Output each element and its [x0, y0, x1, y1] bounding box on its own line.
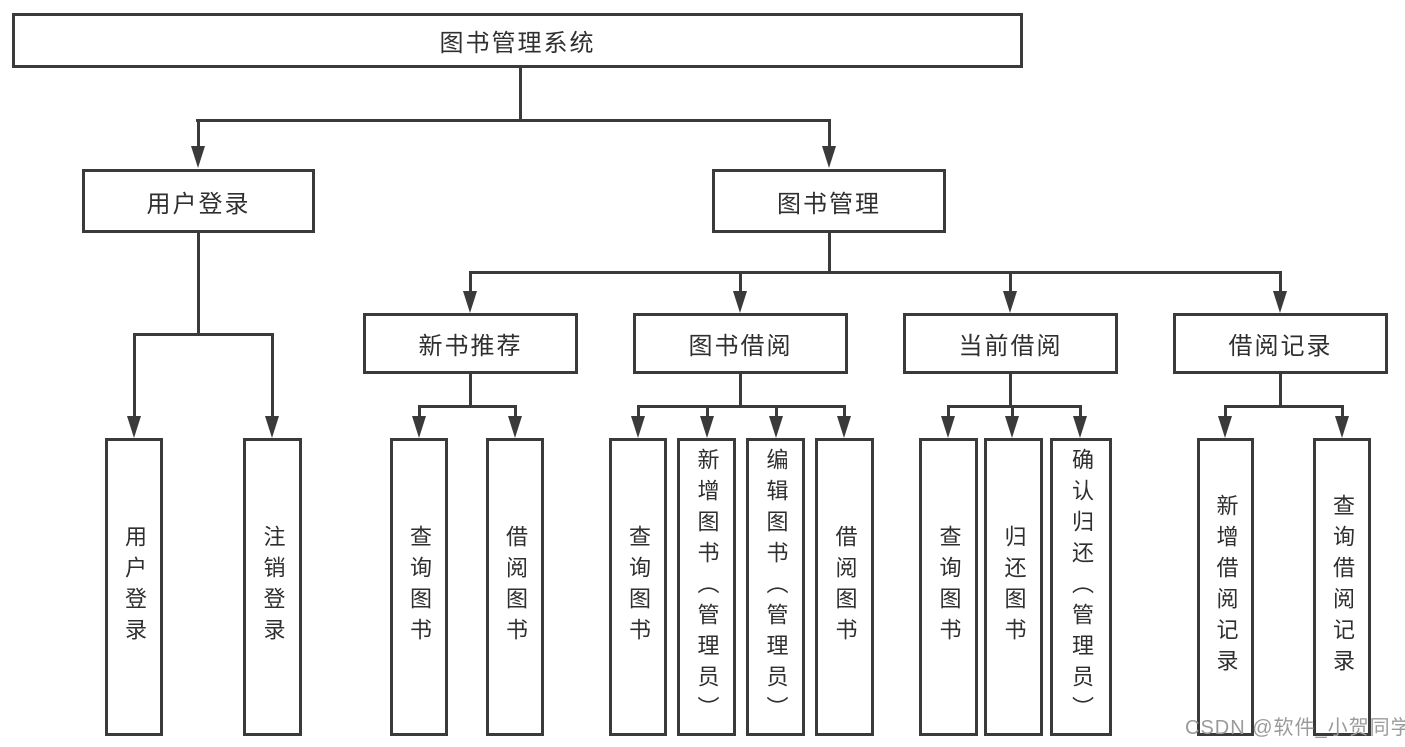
leaf-edit-books-admin: 编辑图书（管理员） — [746, 438, 805, 736]
node-book-management-label: 图书管理 — [777, 190, 881, 218]
connector-borrow-records-stem — [1279, 374, 1282, 407]
leaf-user-login: 用户登录 — [105, 438, 163, 736]
connector-drop-add-record — [1224, 405, 1227, 418]
connector-borrow-records-bar — [1224, 405, 1343, 408]
connector-book-borrow-bar — [637, 405, 845, 408]
connector-drop-add-books — [706, 405, 709, 418]
connector-current-borrow-bar — [947, 405, 1081, 408]
connector-book-management-bar — [469, 271, 1281, 274]
connector-drop-edit-books — [775, 405, 778, 418]
connector-drop-confirm-return — [1079, 405, 1082, 418]
connector-book-management-stem — [828, 233, 831, 274]
arrowhead-user-login — [191, 146, 205, 168]
connector-drop-book-borrow — [739, 271, 742, 293]
leaf-confirm-return-admin: 确认归还（管理员） — [1050, 438, 1112, 736]
leaf-user-login-label: 用户登录 — [122, 525, 147, 649]
node-root: 图书管理系统 — [12, 13, 1023, 68]
connector-drop-query-recommend — [418, 405, 421, 418]
connector-drop-user-login — [197, 119, 200, 151]
connector-drop-borrow-records — [1279, 271, 1282, 293]
node-new-book-recommend-label: 新书推荐 — [418, 333, 523, 360]
leaf-return-books: 归还图书 — [984, 438, 1043, 736]
connector-new-book-stem — [469, 374, 472, 407]
leaf-add-books-admin: 新增图书（管理员） — [677, 438, 736, 736]
connector-drop-current-borrow — [1009, 271, 1012, 293]
leaf-borrow-books-recommend-label: 借阅图书 — [503, 525, 528, 649]
connector-drop-new-book-recommend — [469, 271, 472, 293]
leaf-add-books-admin-label: 新增图书（管理员） — [694, 447, 720, 727]
node-user-login: 用户登录 — [82, 169, 315, 233]
connector-drop-query-record — [1341, 405, 1344, 418]
arrowhead-borrow-recommend — [508, 416, 522, 438]
leaf-logout: 注销登录 — [243, 438, 302, 736]
arrowhead-borrow-books — [837, 416, 851, 438]
leaf-borrow-books-label: 借阅图书 — [832, 525, 858, 649]
node-borrow-records: 借阅记录 — [1173, 313, 1388, 374]
leaf-borrow-books: 借阅图书 — [815, 438, 874, 736]
leaf-query-books-borrow-label: 查询图书 — [626, 525, 651, 649]
arrowhead-book-management — [822, 146, 836, 168]
leaf-query-books-current-label: 查询图书 — [936, 525, 962, 649]
connector-book-borrow-stem — [739, 374, 742, 407]
leaf-borrow-books-recommend: 借阅图书 — [486, 438, 544, 736]
arrowhead-confirm-return — [1073, 416, 1087, 438]
connector-user-login-bar — [133, 333, 273, 336]
node-root-label: 图书管理系统 — [439, 30, 596, 57]
leaf-confirm-return-admin-label: 确认归还（管理员） — [1069, 447, 1094, 727]
csdn-watermark: CSDN @软件_小贺同学 — [1185, 717, 1405, 739]
leaf-query-books-current: 查询图书 — [919, 438, 978, 736]
arrowhead-borrow-records — [1273, 291, 1287, 313]
arrowhead-user-login-leaf — [127, 416, 141, 438]
arrowhead-query-recommend — [412, 416, 426, 438]
leaf-query-books-recommend: 查询图书 — [390, 438, 448, 736]
arrowhead-book-borrow — [733, 291, 747, 313]
leaf-query-books-recommend-label: 查询图书 — [407, 525, 432, 649]
leaf-query-books-borrow: 查询图书 — [609, 438, 667, 736]
arrowhead-edit-books — [769, 416, 783, 438]
node-new-book-recommend: 新书推荐 — [363, 313, 578, 374]
connector-drop-borrow-books — [843, 405, 846, 418]
connector-drop-query-borrow — [637, 405, 640, 418]
arrowhead-query-current — [941, 416, 955, 438]
node-book-borrow-label: 图书借阅 — [688, 333, 793, 360]
connector-drop-user-login-leaf — [133, 333, 136, 418]
arrowhead-logout — [265, 416, 279, 438]
connector-user-login-stem — [197, 233, 200, 334]
node-current-borrow: 当前借阅 — [903, 313, 1118, 374]
leaf-add-borrow-record: 新增借阅记录 — [1197, 438, 1254, 736]
connector-drop-return-books — [1011, 405, 1014, 418]
arrowhead-add-record — [1218, 416, 1232, 438]
node-user-login-label: 用户登录 — [146, 190, 251, 218]
arrowhead-query-borrow — [631, 416, 645, 438]
connector-current-borrow-stem — [1009, 374, 1012, 407]
node-current-borrow-label: 当前借阅 — [958, 333, 1063, 360]
arrowhead-query-record — [1335, 416, 1349, 438]
connector-drop-book-management — [828, 119, 831, 151]
connector-root-bar — [196, 119, 830, 122]
leaf-query-borrow-record: 查询借阅记录 — [1313, 438, 1371, 736]
node-borrow-records-label: 借阅记录 — [1228, 333, 1333, 360]
connector-root-stem — [519, 68, 522, 119]
arrowhead-add-books — [700, 416, 714, 438]
connector-new-book-bar — [418, 405, 516, 408]
node-book-management: 图书管理 — [712, 169, 946, 233]
leaf-add-borrow-record-label: 新增借阅记录 — [1213, 494, 1239, 680]
connector-drop-borrow-recommend — [514, 405, 517, 418]
connector-drop-query-current — [947, 405, 950, 418]
leaf-logout-label: 注销登录 — [260, 525, 286, 649]
leaf-edit-books-admin-label: 编辑图书（管理员） — [763, 447, 789, 727]
node-book-borrow: 图书借阅 — [633, 313, 848, 374]
arrowhead-new-book-recommend — [463, 291, 477, 313]
arrowhead-return-books — [1005, 416, 1019, 438]
leaf-query-borrow-record-label: 查询借阅记录 — [1330, 494, 1355, 680]
connector-drop-logout — [271, 333, 274, 418]
arrowhead-current-borrow — [1003, 291, 1017, 313]
leaf-return-books-label: 归还图书 — [1001, 525, 1027, 649]
